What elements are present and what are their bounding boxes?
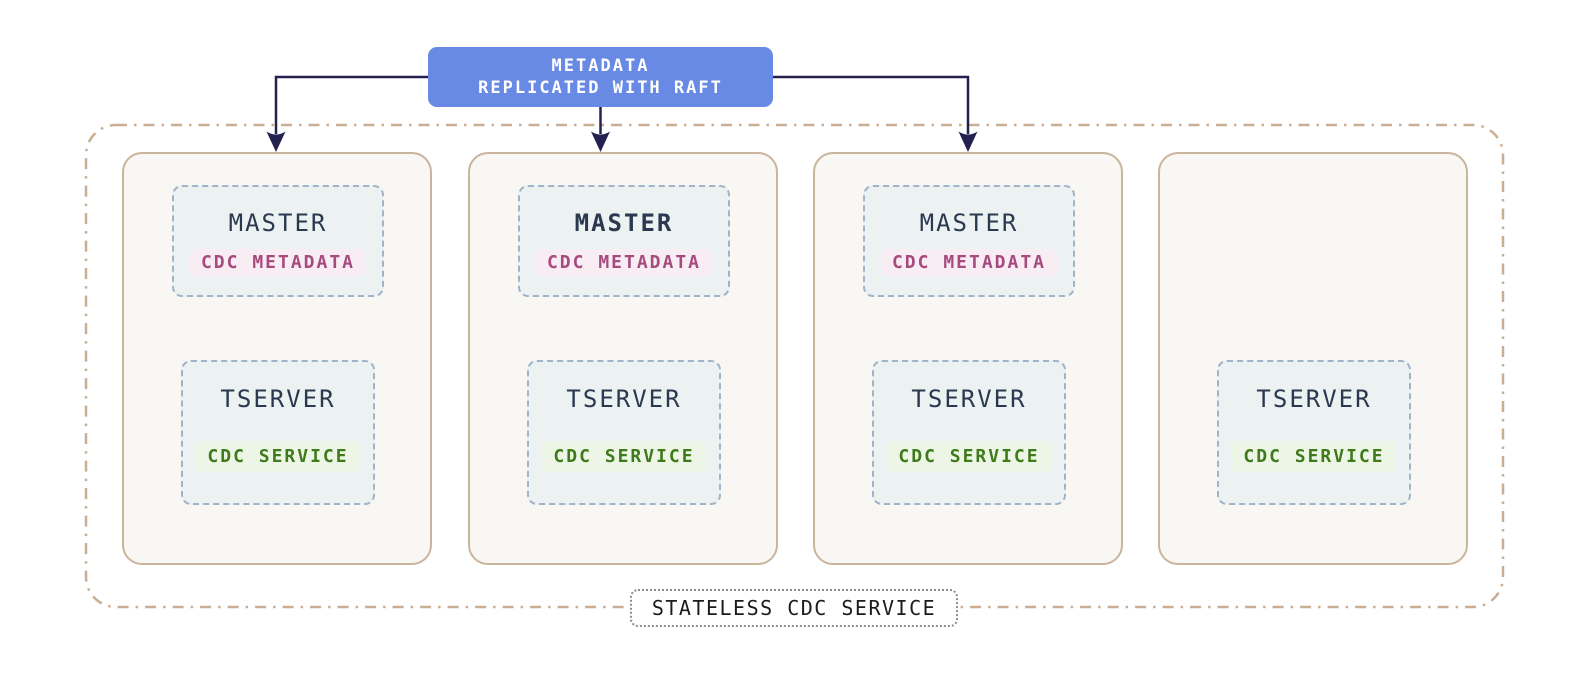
tserver-box: TSERVER CDC SERVICE	[527, 360, 721, 505]
node-2: MASTER CDC METADATA TSERVER CDC SERVICE	[468, 152, 778, 565]
tserver-label: TSERVER	[566, 385, 682, 413]
cdc-service-badge: CDC SERVICE	[1232, 441, 1396, 472]
cdc-service-badge: CDC SERVICE	[887, 441, 1051, 472]
tserver-box: TSERVER CDC SERVICE	[872, 360, 1066, 505]
master-label: MASTER	[228, 209, 328, 237]
metadata-raft-line1: METADATA	[551, 56, 650, 76]
tserver-label: TSERVER	[220, 385, 336, 413]
cdc-service-badge: CDC SERVICE	[196, 441, 360, 472]
master-label: MASTER	[919, 209, 1019, 237]
tserver-box: TSERVER CDC SERVICE	[1217, 360, 1411, 505]
node-4: TSERVER CDC SERVICE	[1158, 152, 1468, 565]
master-box: MASTER CDC METADATA	[172, 185, 384, 297]
cdc-metadata-badge: CDC METADATA	[535, 249, 713, 276]
arrowhead-right	[958, 131, 978, 152]
master-box: MASTER CDC METADATA	[863, 185, 1075, 297]
cdc-metadata-badge: CDC METADATA	[880, 249, 1058, 276]
metadata-raft-box: METADATA REPLICATED WITH RAFT	[428, 47, 773, 107]
tserver-label: TSERVER	[1256, 385, 1372, 413]
cdc-metadata-badge: CDC METADATA	[189, 249, 367, 276]
arrow-line-right	[773, 75, 970, 134]
master-label: MASTER	[574, 209, 674, 237]
master-box: MASTER CDC METADATA	[518, 185, 730, 297]
raft-arrowheads	[266, 131, 978, 152]
metadata-raft-line2: REPLICATED WITH RAFT	[478, 78, 723, 98]
stateless-cdc-service-label: STATELESS CDC SERVICE	[630, 589, 958, 627]
node-1: MASTER CDC METADATA TSERVER CDC SERVICE	[122, 152, 432, 565]
arrowhead-left	[266, 131, 286, 152]
node-3: MASTER CDC METADATA TSERVER CDC SERVICE	[813, 152, 1123, 565]
tserver-box: TSERVER CDC SERVICE	[181, 360, 375, 505]
arrowhead-middle	[591, 131, 610, 152]
arrow-line-left	[274, 75, 428, 134]
cdc-service-badge: CDC SERVICE	[542, 441, 706, 472]
tserver-label: TSERVER	[911, 385, 1027, 413]
